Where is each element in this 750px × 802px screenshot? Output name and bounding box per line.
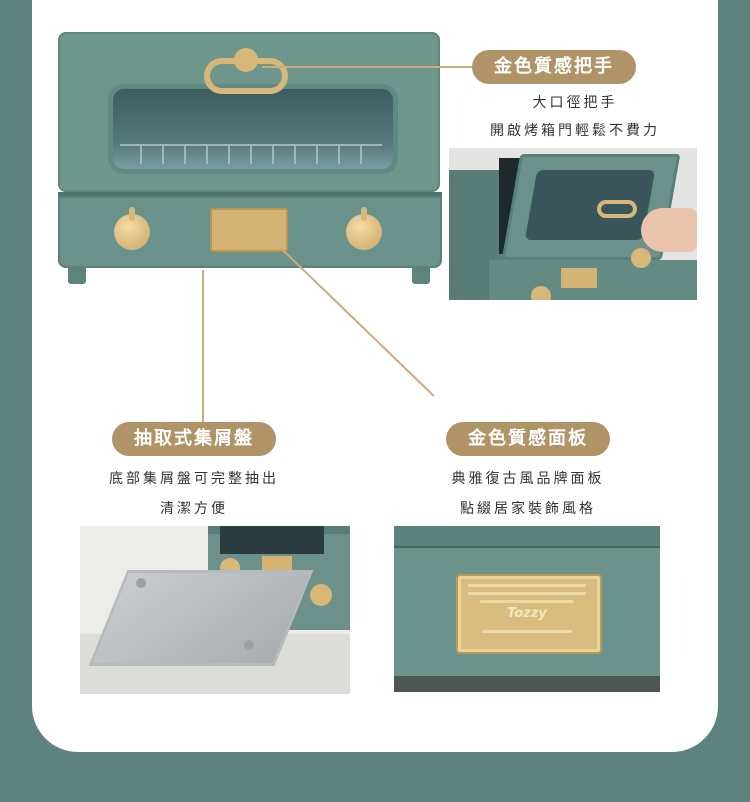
toaster-handle-knob <box>234 48 258 72</box>
brand-logo: Tozzy <box>507 606 547 621</box>
door-photo-knob <box>631 248 651 268</box>
plate-engraving <box>468 592 586 595</box>
door-photo-knob <box>531 286 551 300</box>
gold-nameplate <box>456 574 602 654</box>
tray-feature-line2: 清潔方便 <box>160 501 228 517</box>
tray-feature-title: 抽取式集屑盤 <box>112 422 276 456</box>
door-photo-nameplate <box>561 268 597 288</box>
timer-knob <box>346 207 382 250</box>
toaster-nameplate <box>210 208 288 252</box>
handle-feature-line2: 開啟烤箱門輕鬆不費力 <box>490 123 660 139</box>
plate-photo-base <box>394 676 660 692</box>
plate-photo-seam <box>394 546 660 548</box>
toaster-foot-right <box>412 266 430 284</box>
tray-hole <box>244 640 254 650</box>
tray-feature-line1: 底部集屑盤可完整抽出 <box>109 471 279 487</box>
toaster-divider <box>58 192 442 196</box>
plate-engraving <box>468 584 586 587</box>
toaster-illustration <box>58 32 442 284</box>
crumb-tray <box>88 570 314 666</box>
door-photo-handle <box>597 200 637 218</box>
handle-connector-line <box>262 66 478 68</box>
door-photo-hand <box>641 208 697 252</box>
plate-engraving <box>480 600 574 603</box>
toaster-foot-left <box>68 266 86 284</box>
handle-feature-line1: 大口徑把手 <box>532 95 618 111</box>
crumb-tray-photo <box>80 526 350 694</box>
handle-feature-title: 金色質感把手 <box>472 50 636 84</box>
temperature-knob <box>114 207 150 250</box>
toaster-rack <box>120 144 382 164</box>
plate-engraving <box>482 630 572 633</box>
feature-card: 金色質感把手 大口徑把手 開啟烤箱門輕鬆不費力 抽取式集屑盤 底部集屑盤可完整抽… <box>32 0 718 752</box>
nameplate-feature-line2: 點綴居家裝飾風格 <box>460 501 596 517</box>
nameplate-feature-title: 金色質感面板 <box>446 422 610 456</box>
tray-hole <box>136 578 146 588</box>
plate-photo-top <box>394 526 660 546</box>
nameplate-photo: Tozzy <box>394 526 660 692</box>
tray-connector-line <box>202 270 204 422</box>
tray-photo-knob <box>310 584 332 606</box>
tray-photo-window <box>220 526 324 554</box>
nameplate-feature-line1: 典雅復古風品牌面板 <box>451 471 605 487</box>
door-open-photo <box>449 148 697 300</box>
